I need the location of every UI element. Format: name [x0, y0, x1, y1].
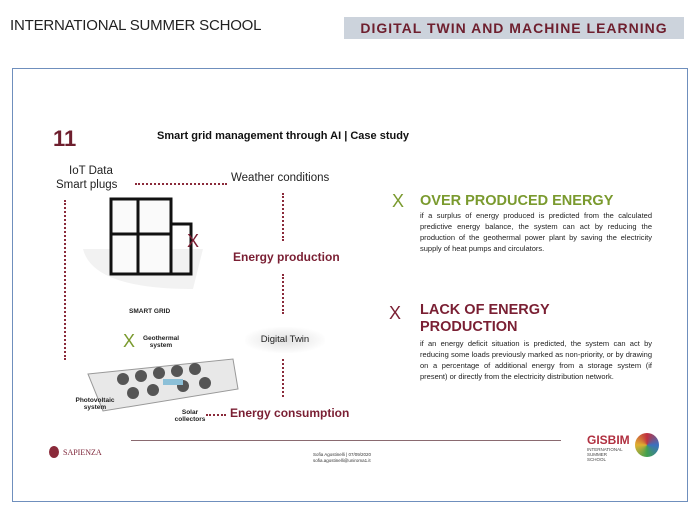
digital-twin-cloud: Digital Twin — [245, 327, 325, 353]
author: Sofia Agostinelli | 07/09/2020 — [313, 452, 371, 457]
over-heading: OVER PRODUCED ENERGY — [420, 193, 614, 209]
energy-production-label: Energy production — [233, 250, 340, 264]
x-mark-icon: X — [187, 231, 200, 251]
dotted-connector — [282, 274, 284, 314]
footer-credits: Sofia Agostinelli | 07/09/2020 sofia.ago… — [313, 452, 371, 464]
seal-icon — [49, 446, 59, 458]
x-mark-green-icon: X — [123, 331, 136, 351]
photovoltaic-label: Photovoltaic system — [75, 397, 115, 411]
geothermal-label: Geothermal system — [142, 335, 180, 349]
dotted-connector — [206, 414, 226, 416]
lack-text: if an energy deficit situation is predic… — [420, 339, 652, 381]
sapienza-text: SAPIENZA — [63, 447, 102, 457]
gisbim-sub: INTERNATIONAL SUMMER SCHOOL — [587, 447, 623, 462]
solar-label: Solar collectors — [174, 409, 206, 423]
lack-heading: LACK OF ENERGY PRODUCTION — [420, 302, 550, 335]
plugs-label: Smart plugs — [56, 179, 118, 191]
dotted-connector — [135, 183, 227, 185]
lack-x-icon: X — [389, 303, 402, 323]
globe-icon — [635, 433, 659, 457]
gisbim-text: GISBIM — [587, 433, 630, 447]
course-banner: DIGITAL TWIN AND MACHINE LEARNING — [344, 17, 684, 39]
energy-consumption-label: Energy consumption — [230, 406, 350, 420]
iot-label: IoT Data — [69, 165, 113, 177]
footer-divider — [131, 440, 561, 441]
dotted-connector — [64, 200, 66, 360]
dotted-connector — [282, 359, 284, 397]
sapienza-logo: SAPIENZA — [49, 446, 102, 458]
weather-label: Weather conditions — [231, 172, 330, 184]
campus-image — [87, 358, 239, 412]
over-text: if a surplus of energy produced is predi… — [420, 211, 652, 253]
slide: 11 Smart grid management through AI | Ca… — [12, 68, 688, 502]
slide-title: Smart grid management through AI | Case … — [157, 130, 410, 142]
smart-grid-label: SMART GRID — [129, 308, 171, 315]
dotted-connector — [282, 193, 284, 241]
floor-plan-image — [83, 197, 203, 289]
over-x-icon: X — [392, 191, 405, 211]
slide-number: 11 — [53, 126, 77, 151]
gisbim-logo: GISBIM INTERNATIONAL SUMMER SCHOOL — [587, 433, 630, 462]
email: sofia.agostinelli@uniroma1.it — [313, 458, 371, 463]
header-title: INTERNATIONAL SUMMER SCHOOL — [10, 17, 262, 34]
